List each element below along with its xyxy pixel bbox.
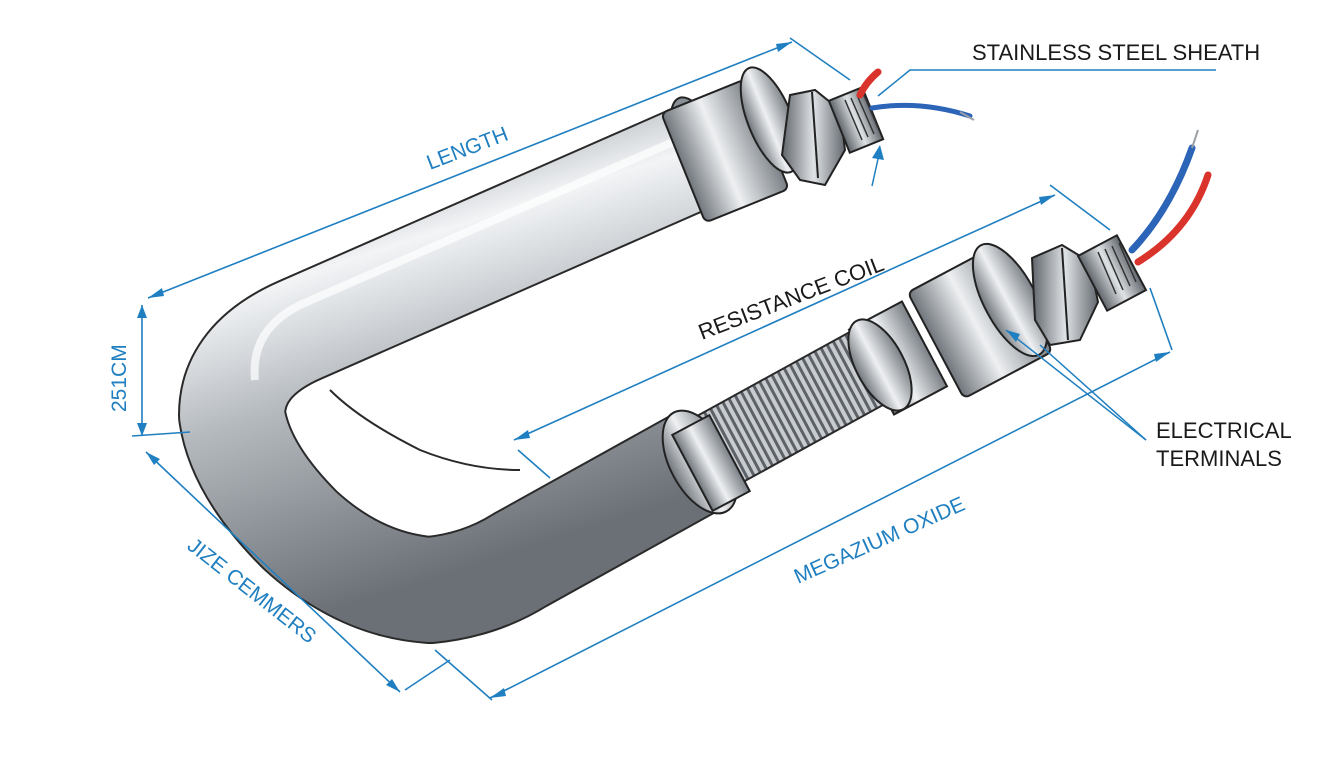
lower-tube-collar — [661, 409, 752, 515]
sheath-leader — [871, 69, 1216, 187]
length-dimension-line — [147, 37, 851, 299]
label-electrical-terminals-line1: ELECTRICAL — [1156, 418, 1292, 443]
label-length: LENGTH — [424, 123, 512, 175]
lower-red-wire — [1134, 171, 1212, 266]
magnesium-oxide-dimension-line — [434, 287, 1173, 701]
stainless-steel-sheath-tube — [178, 100, 732, 644]
height-dimension-line — [131, 305, 191, 437]
label-stainless-steel-sheath: STAINLESS STEEL SHEATH — [972, 40, 1260, 65]
label-magnesium-oxide: MEGAZIUM OXIDE — [791, 493, 969, 589]
upper-red-wire — [856, 68, 882, 99]
lower-blue-wire — [1128, 144, 1196, 254]
lower-thread — [1097, 242, 1137, 295]
label-electrical-terminals-line2: TERMINALS — [1156, 446, 1282, 471]
lower-terminal-assembly — [847, 129, 1212, 416]
resistance-coil-dimension-line — [513, 184, 1111, 479]
label-dimension-25cm: 251CM — [108, 344, 131, 412]
upper-blue-wire — [869, 102, 973, 119]
size-dimension-line — [145, 451, 451, 693]
upper-thread — [844, 92, 879, 141]
terminals-leader — [1005, 329, 1147, 441]
upper-terminal-assembly — [661, 66, 975, 222]
